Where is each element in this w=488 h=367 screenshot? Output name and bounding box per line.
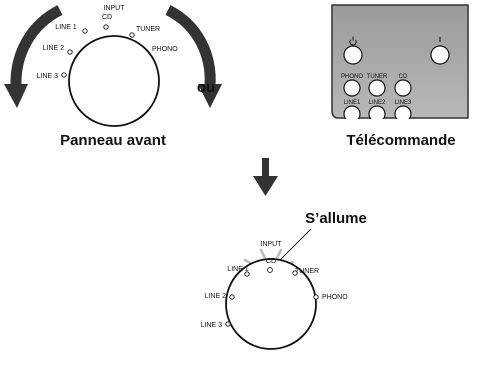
result-input-title: INPUT [261,241,283,248]
caption-remote: Télécommande [346,132,455,149]
label-line1: LINE 1 [55,24,77,31]
front-panel: INPUT CD LINE 1 TUNER LINE 2 PHONO LINE … [4,5,222,127]
rotate-left-arrow [10,5,63,87]
indicator-tuner [129,32,135,38]
indicator-cd [103,24,109,30]
callout-leader-line [275,228,312,265]
caption-front-panel: Panneau avant [60,132,166,149]
down-arrow [253,158,278,196]
indicator-line1 [82,28,88,34]
result-panel: S’allume INPUT CD LINE 1 TUNER LINE 2 PH… [201,210,367,350]
result-indicator-tuner [292,270,298,276]
rotate-right-arrow [165,5,216,87]
result-label-line1: LINE 1 [227,266,249,273]
rotate-right-arrowhead [198,84,222,108]
remote-control: PHONO TUNER CD LINE1 LINE2 LINE3 [326,4,476,133]
or-text: ou [197,79,215,96]
result-selector-knob [225,258,317,350]
result-label-line2: LINE 2 [205,293,227,300]
remote-label-line3: LINE3 [395,100,412,106]
label-line3: LINE 3 [37,73,59,80]
remote-body [331,4,469,119]
remote-label-line2: LINE2 [369,100,386,106]
remote-label-cd: CD [399,74,408,80]
input-selector-knob[interactable] [68,35,160,127]
label-cd: CD [102,14,112,21]
remote-cd-button[interactable] [394,79,412,97]
remote-label-tuner: TUNER [367,74,388,80]
result-label-phono: PHONO [322,294,348,301]
result-label-line3: LINE 3 [201,322,223,329]
rotate-left-arrowhead [4,84,28,108]
result-indicator-cd [267,267,273,273]
label-phono: PHONO [152,46,178,53]
remote-phono-button[interactable] [343,79,361,97]
remote-tuner-button[interactable] [368,79,386,97]
remote-label-phono: PHONO [341,74,363,80]
label-line2: LINE 2 [43,45,65,52]
remote-crop-mask [326,119,476,133]
remote-label-line1: LINE1 [344,100,361,106]
indicator-line3 [61,72,67,78]
result-indicator-line3 [225,321,231,327]
label-tuner: TUNER [136,26,160,33]
power-icon [349,36,357,46]
power-button[interactable] [343,45,363,65]
input-title: INPUT [104,5,126,12]
result-label-cd: CD [266,258,276,265]
standby-button[interactable] [430,45,450,65]
result-indicator-line2 [229,294,235,300]
lights-up-callout: S’allume [305,210,367,227]
result-indicator-phono [313,294,319,300]
result-indicator-line1 [244,271,250,277]
indicator-line2 [67,49,73,55]
result-label-tuner: TUNER [295,268,319,275]
